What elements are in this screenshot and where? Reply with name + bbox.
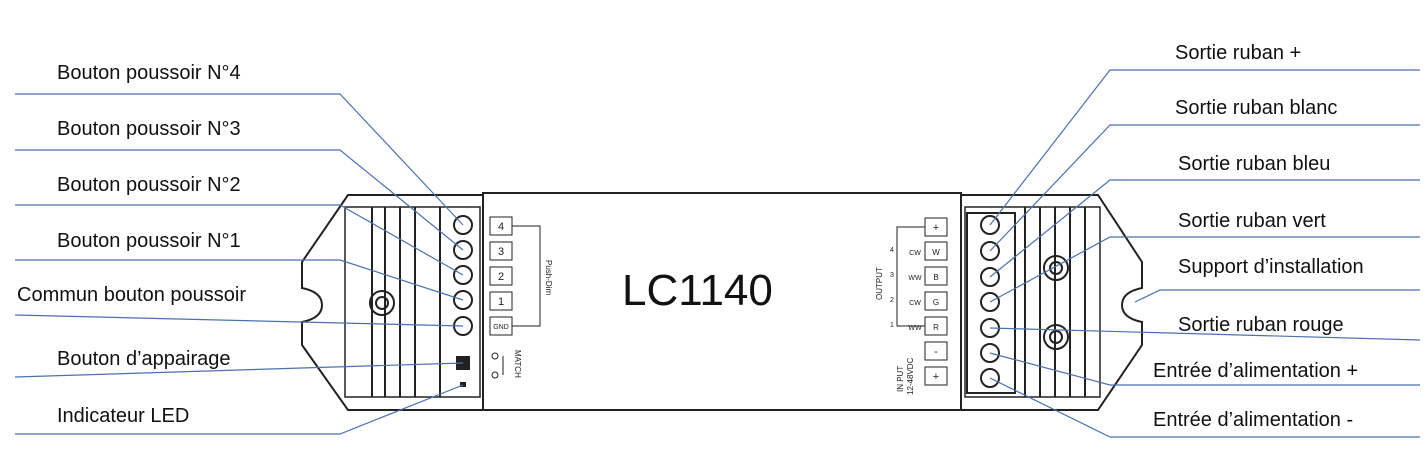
in-minus: - — [934, 346, 938, 358]
push-3: 3 — [498, 246, 504, 258]
label-push-1: Bouton poussoir N°1 — [57, 230, 241, 252]
push-1: 1 — [498, 296, 504, 308]
label-push-3: Bouton poussoir N°3 — [57, 118, 241, 140]
led-shape — [460, 382, 466, 387]
label-mount: Support d’installation — [1178, 256, 1364, 278]
ch4: W — [932, 248, 940, 257]
label-push-2: Bouton poussoir N°2 — [57, 174, 241, 196]
label-out-red: Sortie ruban rouge — [1178, 314, 1344, 336]
input-label: IN PUT — [896, 366, 905, 392]
label-out-green: Sortie ruban vert — [1178, 210, 1326, 232]
leader-lines — [14, 69, 1421, 438]
input-voltage: 12-48VDC — [906, 357, 915, 395]
ch1-num: 1 — [890, 322, 894, 329]
out-plus: + — [933, 222, 939, 234]
ch3: B — [933, 273, 938, 282]
label-led: Indicateur LED — [57, 405, 190, 427]
label-in-plus: Entrée d’alimentation + — [1153, 360, 1359, 382]
label-push-common: Commun bouton poussoir — [17, 284, 247, 306]
push-2: 2 — [498, 271, 504, 283]
label-push-4: Bouton poussoir N°4 — [57, 62, 241, 84]
ch2-type: CW — [909, 300, 921, 307]
push-gnd: GND — [493, 324, 509, 331]
label-out-plus: Sortie ruban + — [1175, 42, 1302, 64]
ch1-type: WW — [908, 325, 922, 332]
label-out-blue: Sortie ruban bleu — [1178, 153, 1331, 175]
ch1: R — [933, 323, 939, 332]
ch3-num: 3 — [890, 272, 894, 279]
output-label: OUTPUT — [875, 267, 884, 300]
push-dim-label: Push-Dim — [544, 260, 553, 295]
push-4: 4 — [498, 221, 504, 233]
ch2-num: 2 — [890, 297, 894, 304]
ch2: G — [933, 298, 939, 307]
ch4-type: CW — [909, 250, 921, 257]
model-name: LC1140 — [622, 266, 773, 315]
in-plus: + — [933, 371, 939, 383]
label-pairing-button: Bouton d’appairage — [57, 348, 231, 370]
ch3-type: WW — [908, 275, 922, 282]
ch4-num: 4 — [890, 247, 894, 254]
label-in-minus: Entrée d’alimentation - — [1153, 409, 1354, 431]
match-label: MATCH — [513, 350, 522, 378]
label-out-white: Sortie ruban blanc — [1175, 97, 1338, 119]
